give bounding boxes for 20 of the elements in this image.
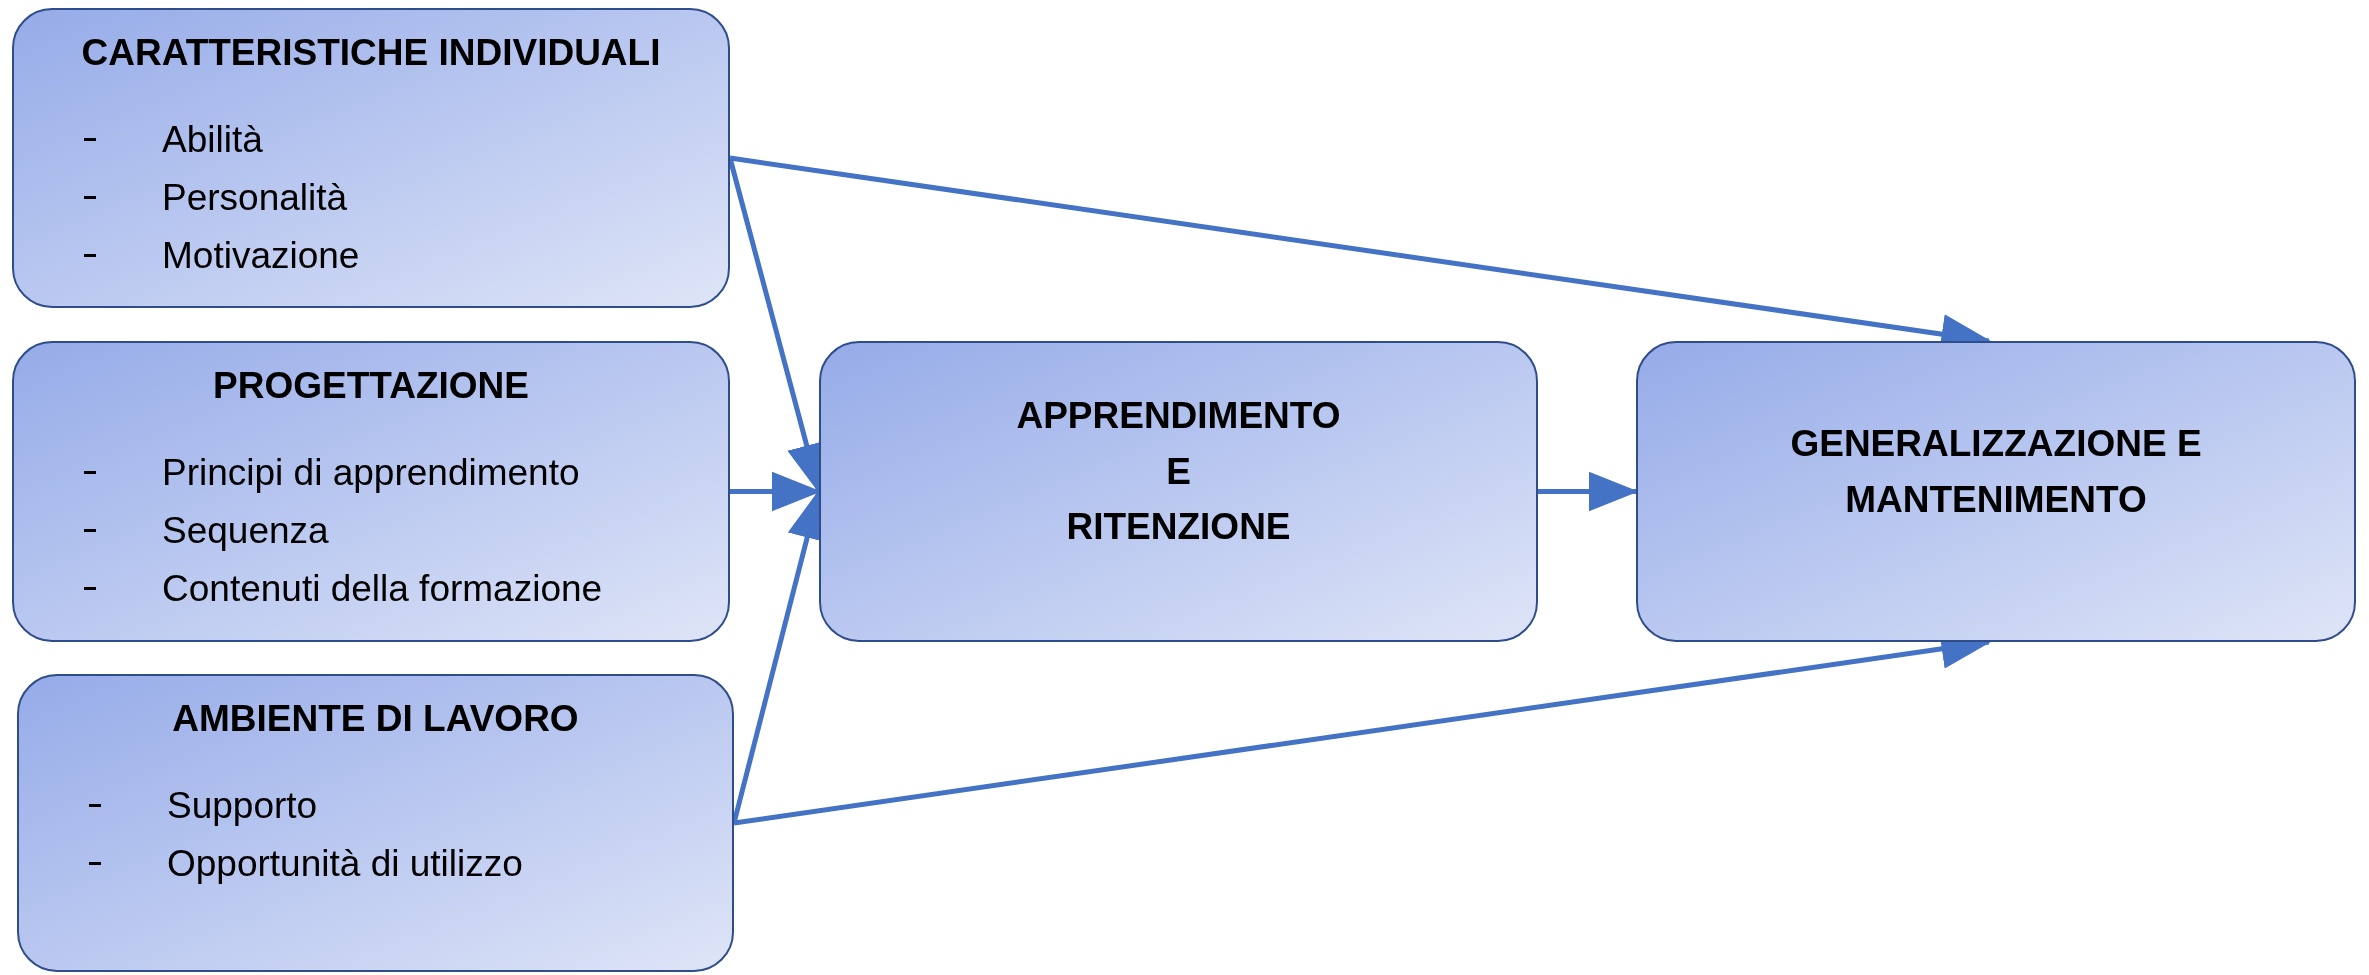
- list-item: Sequenza: [162, 508, 329, 553]
- process-box: [12, 341, 730, 642]
- process-box: [17, 674, 734, 972]
- box-title: RITENZIONE: [1066, 505, 1291, 550]
- box-title: E: [1166, 449, 1191, 494]
- box-heading: AMBIENTE DI LAVORO: [172, 697, 579, 741]
- list-item: Supporto: [167, 783, 318, 828]
- list-item: Principi di apprendimento: [162, 450, 580, 495]
- list-item: Abilità: [162, 117, 263, 162]
- process-box: [819, 341, 1538, 642]
- list-item: Personalità: [162, 175, 348, 220]
- box-title: GENERALIZZAZIONE E MANTENIMENTO: [1789, 422, 2203, 522]
- process-box: [12, 8, 730, 308]
- list-item: Contenuti della formazione: [162, 566, 603, 611]
- list-item: Opportunità di utilizzo: [167, 841, 523, 886]
- process-box: [1636, 341, 2356, 642]
- box-title: APPRENDIMENTO: [1016, 394, 1341, 439]
- box-heading: PROGETTAZIONE: [213, 364, 529, 408]
- box-heading: CARATTERISTICHE INDIVIDUALI: [81, 31, 661, 75]
- list-item: Motivazione: [162, 233, 360, 278]
